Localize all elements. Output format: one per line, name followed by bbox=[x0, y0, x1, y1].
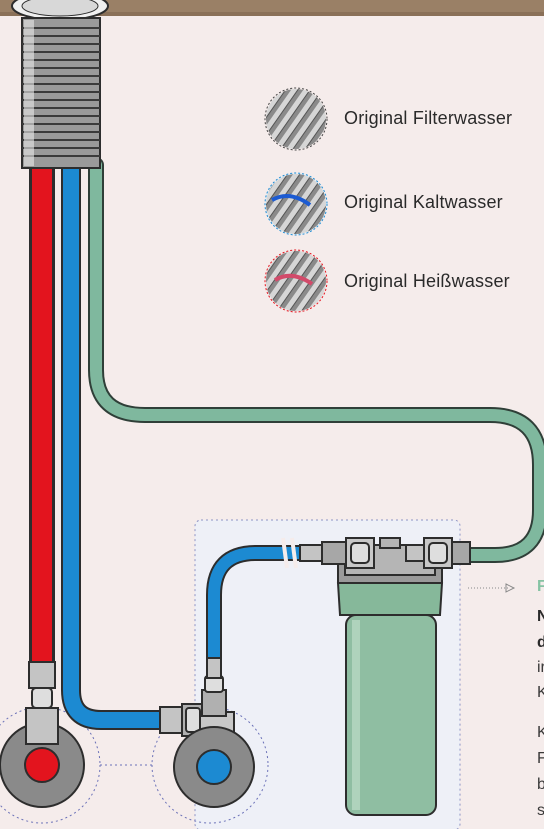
cold-angle-valve bbox=[174, 727, 254, 807]
description-line: N bbox=[537, 608, 544, 626]
description-line: s bbox=[537, 802, 544, 820]
legend-swatch-cold bbox=[265, 173, 327, 235]
tap-thread-body bbox=[12, 0, 108, 168]
description-line: K bbox=[537, 724, 544, 742]
water-filter bbox=[338, 538, 442, 815]
legend-swatch-filtered bbox=[265, 88, 327, 150]
description-line: b bbox=[537, 776, 544, 794]
description-line: d bbox=[537, 634, 544, 652]
cold-hose-outline bbox=[71, 165, 160, 720]
legend-label-hot: Original Heißwasser bbox=[344, 271, 510, 292]
legend-swatch-hot bbox=[265, 250, 327, 312]
description-line: F bbox=[537, 750, 544, 768]
legend-label-filtered: Original Filterwasser bbox=[344, 108, 512, 129]
description-line: K bbox=[537, 684, 544, 702]
legend-label-cold: Original Kaltwasser bbox=[344, 192, 503, 213]
description-heading: F bbox=[537, 578, 544, 596]
hot-pipe bbox=[32, 165, 52, 665]
cold-hose bbox=[71, 165, 160, 720]
description-line: ir bbox=[537, 659, 544, 677]
